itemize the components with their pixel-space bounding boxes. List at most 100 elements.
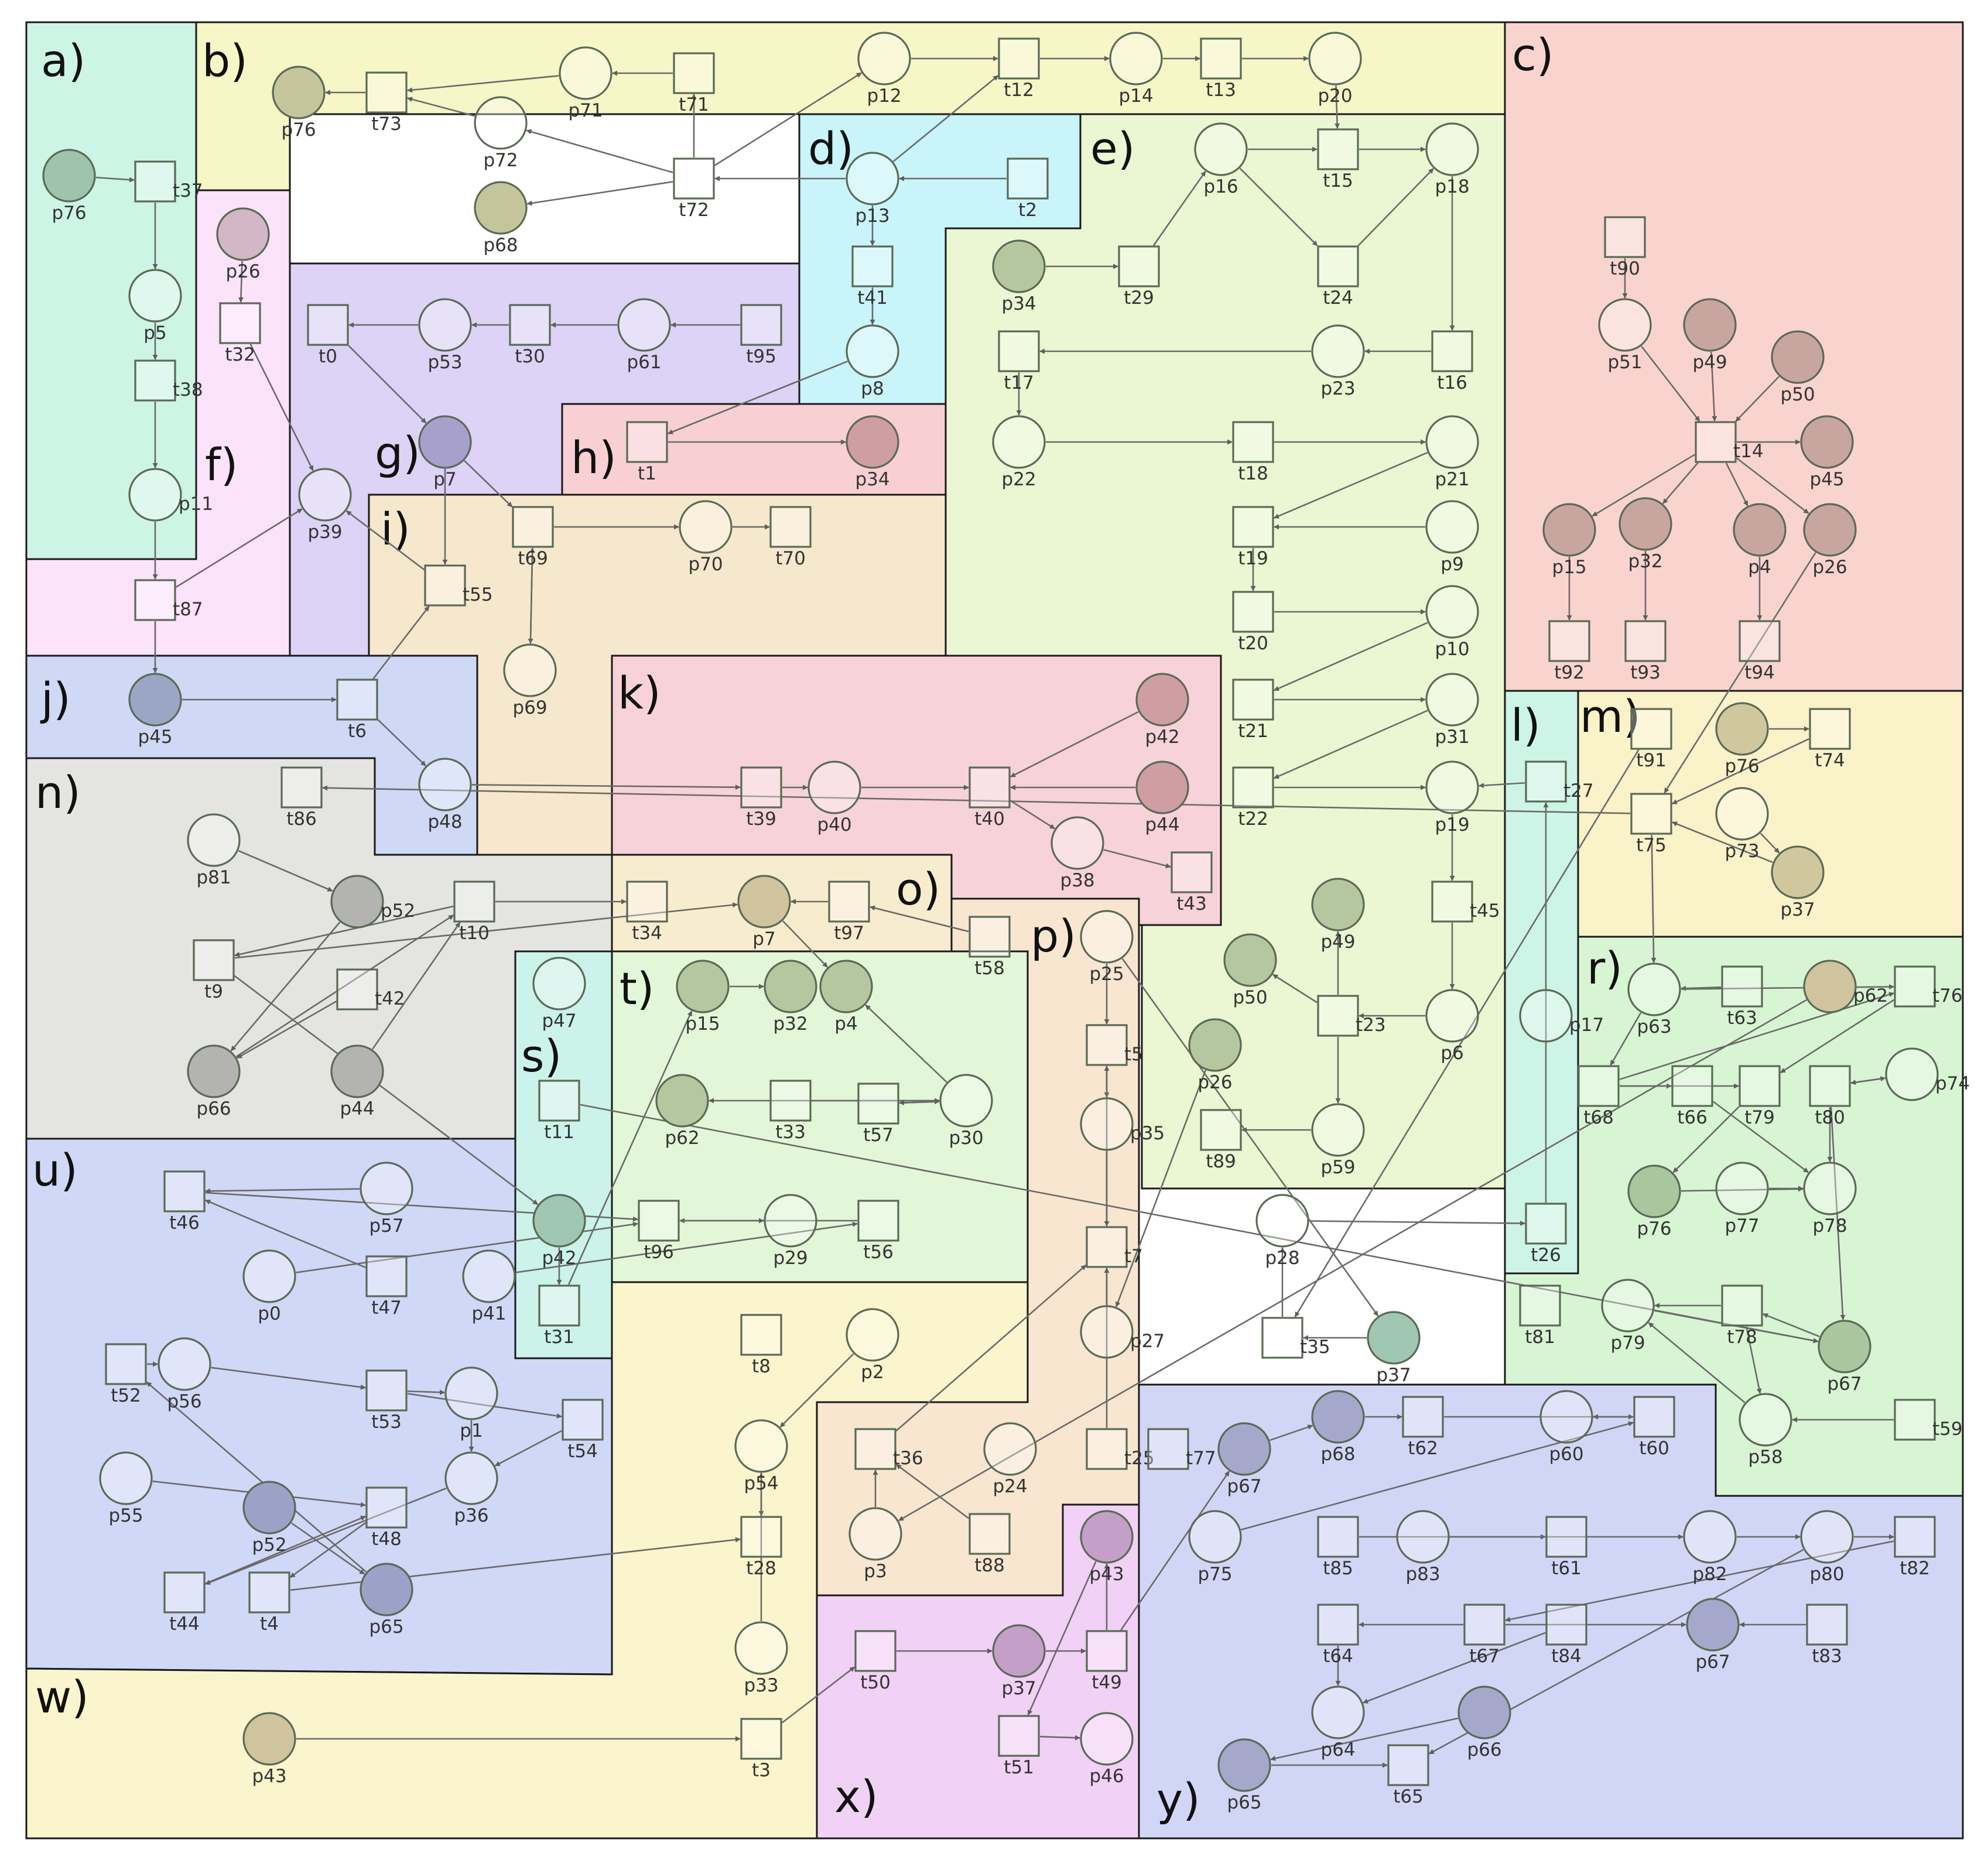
place-p68[interactable]: p68 [474,181,528,256]
transition-t13[interactable]: t13 [1200,37,1242,101]
transition-t19[interactable]: t19 [1232,506,1274,569]
place-p43[interactable]: p43 [242,1712,296,1787]
place-p55[interactable]: p55 [99,1451,153,1526]
place-p22[interactable]: p22 [992,415,1046,490]
transition-t75[interactable]: t75 [1630,793,1672,856]
place-p44[interactable]: p44 [1135,761,1189,835]
transition-t90[interactable]: t90 [1604,216,1646,279]
place-p53[interactable]: p53 [418,298,472,373]
transition-t57[interactable]: t57 [857,1083,899,1146]
place-p7[interactable]: p7 [418,415,472,490]
transition-t77[interactable]: t77 [1147,1428,1216,1470]
transition-t58[interactable]: t58 [969,916,1011,979]
transition-t21[interactable]: t21 [1232,679,1274,742]
place-p74[interactable]: p74 [1885,1047,1970,1101]
transition-t48[interactable]: t48 [365,1486,408,1550]
transition-t14[interactable]: t14 [1695,421,1764,463]
transition-t25[interactable]: t25 [1086,1428,1155,1470]
transition-t56[interactable]: t56 [857,1200,899,1263]
place-p44[interactable]: p44 [330,1044,384,1119]
place-p7[interactable]: p7 [737,875,791,950]
place-p79[interactable]: p79 [1601,1279,1655,1354]
transition-t94[interactable]: t94 [1739,620,1781,683]
transition-t88[interactable]: t88 [969,1513,1011,1576]
place-p68[interactable]: p68 [1311,1390,1365,1465]
transition-t50[interactable]: t50 [854,1630,897,1693]
place-p27[interactable]: p27 [1080,1305,1165,1359]
place-p30[interactable]: p30 [939,1074,993,1149]
place-p80[interactable]: p80 [1800,1510,1854,1585]
transition-t8[interactable]: t8 [740,1314,782,1377]
place-p70[interactable]: p70 [679,500,733,575]
place-p18[interactable]: p18 [1425,122,1479,197]
place-p34[interactable]: p34 [846,415,899,490]
transition-t54[interactable]: t54 [562,1399,604,1462]
transition-t0[interactable]: t0 [307,304,349,367]
transition-t76[interactable]: t76 [1894,965,1963,1008]
place-p11[interactable]: p11 [128,468,213,522]
place-p47[interactable]: p47 [532,957,586,1032]
place-p45[interactable]: p45 [128,673,182,748]
place-p10[interactable]: p10 [1425,585,1479,660]
place-p66[interactable]: p66 [1457,1686,1511,1760]
transition-t62[interactable]: t62 [1402,1396,1444,1459]
place-p81[interactable]: p81 [187,813,241,888]
place-p3[interactable]: p3 [848,1507,902,1582]
transition-t26[interactable]: t26 [1525,1203,1567,1266]
place-p54[interactable]: p54 [734,1419,788,1494]
transition-t52[interactable]: t52 [105,1343,147,1406]
place-p8[interactable]: p8 [846,324,899,399]
transition-t4[interactable]: t4 [248,1571,290,1635]
transition-t84[interactable]: t84 [1545,1604,1587,1667]
place-p72[interactable]: p72 [474,96,528,171]
transition-t71[interactable]: t71 [673,52,715,115]
place-p20[interactable]: p20 [1308,32,1362,107]
transition-t6[interactable]: t6 [336,679,378,742]
transition-t11[interactable]: t11 [538,1080,580,1143]
transition-t24[interactable]: t24 [1317,245,1359,309]
transition-t78[interactable]: t78 [1721,1284,1763,1348]
transition-t47[interactable]: t47 [365,1255,408,1318]
transition-t60[interactable]: t60 [1633,1396,1675,1459]
place-p67[interactable]: p67 [1686,1598,1740,1673]
place-p52[interactable]: p52 [330,875,415,929]
place-p43[interactable]: p43 [1080,1510,1134,1585]
place-p15[interactable]: p15 [1542,503,1596,578]
transition-t5[interactable]: t5 [1086,1024,1143,1066]
place-p76[interactable]: p76 [42,149,96,224]
place-p16[interactable]: p16 [1194,122,1248,197]
place-p48[interactable]: p48 [418,758,472,833]
transition-t29[interactable]: t29 [1118,245,1160,309]
place-p63[interactable]: p63 [1627,962,1681,1037]
place-p75[interactable]: p75 [1188,1510,1242,1585]
place-p41[interactable]: p41 [462,1249,516,1324]
place-p58[interactable]: p58 [1739,1393,1792,1468]
place-p65[interactable]: p65 [360,1563,413,1638]
transition-t82[interactable]: t82 [1894,1516,1936,1579]
place-p5[interactable]: p5 [128,269,182,344]
transition-t35[interactable]: t35 [1261,1317,1330,1359]
place-p45[interactable]: p45 [1800,415,1854,490]
transition-t70[interactable]: t70 [769,506,812,569]
transition-t18[interactable]: t18 [1232,421,1274,484]
place-p29[interactable]: p29 [764,1194,817,1269]
place-p2[interactable]: p2 [846,1308,899,1383]
transition-t31[interactable]: t31 [538,1284,580,1348]
place-p56[interactable]: p56 [158,1337,211,1412]
place-p42[interactable]: p42 [532,1194,586,1269]
transition-t89[interactable]: t89 [1200,1109,1242,1172]
place-p37[interactable]: p37 [1771,845,1825,920]
place-p78[interactable]: p78 [1803,1162,1857,1236]
transition-t41[interactable]: t41 [851,245,894,309]
transition-t45[interactable]: t45 [1431,881,1500,923]
place-p61[interactable]: p61 [617,298,671,373]
transition-t65[interactable]: t65 [1387,1744,1429,1807]
place-p24[interactable]: p24 [983,1422,1037,1497]
transition-t53[interactable]: t53 [365,1369,408,1433]
place-p9[interactable]: p9 [1425,500,1479,575]
transition-t74[interactable]: t74 [1809,708,1851,771]
transition-t91[interactable]: t91 [1630,708,1672,771]
place-p37[interactable]: p37 [1367,1311,1421,1386]
place-p0[interactable]: p0 [242,1249,296,1324]
transition-t49[interactable]: t49 [1086,1630,1128,1693]
